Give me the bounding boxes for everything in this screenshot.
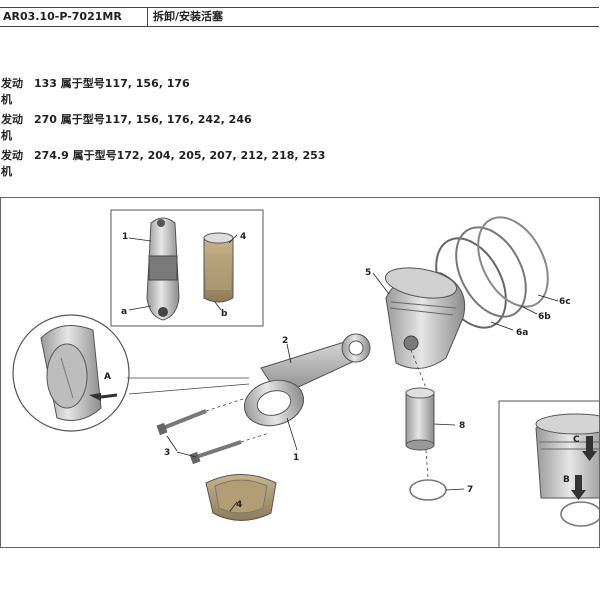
callout-3: 3	[164, 448, 170, 458]
exploded-view-figure: 1 4 a b 5 6c 6b 6a 2 A 8 3 1 7 4 C B	[0, 197, 600, 548]
piston-part	[372, 267, 466, 369]
callout-1-top: 1	[122, 232, 128, 242]
bearing-shell-part	[203, 232, 234, 303]
lower-bearing-shell-part	[205, 474, 277, 521]
callout-1-bottom: 1	[293, 453, 299, 463]
callout-6a: 6a	[516, 328, 528, 338]
conrod-bolts	[156, 397, 270, 465]
callout-4-bottom: 4	[236, 500, 242, 510]
circlip-part	[409, 449, 465, 501]
engine-applicability-list: 发动机 133 属于型号117, 156, 176 发动机 270 属于型号11…	[0, 76, 600, 184]
detail-view-bc	[498, 400, 599, 547]
bearing-shell-inset	[110, 209, 264, 327]
engine-label: 发动机	[1, 149, 23, 178]
callout-7: 7	[467, 485, 473, 495]
arrow-a-icon	[89, 393, 101, 401]
engine-label: 发动机	[1, 77, 23, 106]
engine-models: 270 属于型号117, 156, 176, 242, 246	[34, 113, 252, 126]
callout-2: 2	[282, 336, 288, 346]
callout-b: b	[221, 309, 228, 319]
callout-6c: 6c	[559, 297, 571, 307]
callout-5: 5	[365, 268, 371, 278]
detail-view-a	[12, 314, 250, 432]
document-title: 拆卸/安装活塞	[153, 10, 224, 23]
callout-8: 8	[459, 421, 465, 431]
engine-row: 发动机 274.9 属于型号172, 204, 205, 207, 212, 2…	[0, 148, 600, 184]
arrow-b-icon	[575, 475, 582, 491]
engine-models: 274.9 属于型号172, 204, 205, 207, 212, 218, …	[34, 149, 326, 162]
connecting-rod-part	[243, 333, 371, 451]
engine-row: 发动机 270 属于型号117, 156, 176, 242, 246	[0, 112, 600, 148]
document-header: AR03.10-P-7021MR 拆卸/安装活塞	[0, 7, 599, 27]
document-code: AR03.10-P-7021MR	[0, 8, 148, 26]
engine-row: 发动机 133 属于型号117, 156, 176	[0, 76, 600, 112]
callout-letter-a: A	[104, 372, 111, 382]
callout-6b: 6b	[538, 312, 551, 322]
callout-letter-c: C	[573, 435, 580, 445]
conrod-bearing-part	[146, 217, 180, 321]
piston-pin-part	[405, 387, 456, 451]
callout-letter-b: B	[563, 475, 570, 485]
engine-label: 发动机	[1, 113, 23, 142]
exploded-view-drawing: 1 4 a b 5 6c 6b 6a 2 A 8 3 1 7 4 C B	[12, 209, 599, 547]
engine-models: 133 属于型号117, 156, 176	[34, 77, 190, 90]
callout-a: a	[121, 307, 127, 317]
arrow-c-icon	[586, 436, 593, 452]
callout-4-top: 4	[240, 232, 246, 242]
